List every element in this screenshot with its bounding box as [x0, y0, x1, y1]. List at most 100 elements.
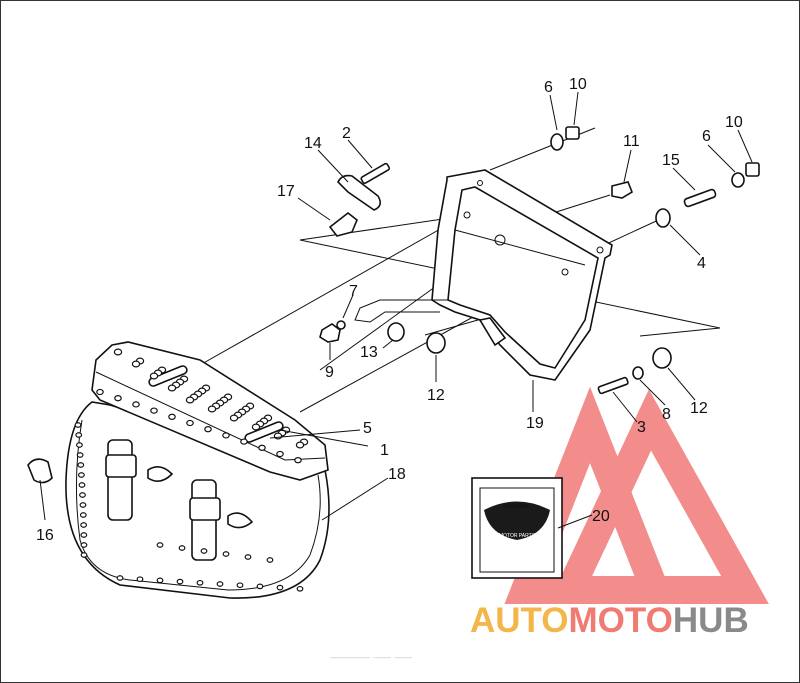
stud — [80, 532, 88, 538]
callout-labels: 1 2 3 4 5 6 6 7 8 9 10 10 11 12 12 13 14… — [36, 76, 743, 544]
stud — [150, 407, 158, 414]
washer-8 — [632, 366, 644, 380]
genuine-emblem — [484, 501, 550, 540]
stud — [156, 577, 164, 584]
stud — [96, 388, 104, 396]
stud — [196, 579, 204, 586]
callout-12-left: 12 — [427, 387, 445, 404]
callout-9: 9 — [325, 364, 334, 381]
callout-3: 3 — [637, 419, 646, 436]
stud — [76, 442, 83, 448]
stud — [75, 432, 83, 438]
stud — [251, 423, 261, 431]
watermark-triangle-right — [547, 389, 769, 604]
stud — [114, 395, 122, 402]
stud — [136, 576, 144, 583]
stud — [74, 422, 82, 428]
ring-13 — [387, 322, 405, 342]
small-parts — [27, 126, 760, 579]
screw-2 — [360, 162, 391, 185]
stud — [80, 542, 88, 548]
stud — [178, 545, 186, 551]
callout-6-right: 6 — [702, 128, 711, 145]
stud — [216, 581, 224, 587]
stud — [295, 441, 305, 449]
stud — [156, 542, 164, 548]
stud — [79, 512, 87, 518]
stud — [273, 432, 283, 440]
stud — [258, 444, 266, 451]
callout-1: 1 — [380, 442, 389, 459]
callout-20: 20 — [592, 508, 610, 525]
stud — [204, 426, 212, 433]
footer-text: ————— ·—— ·—— — [330, 653, 412, 662]
washer-6-right — [731, 172, 745, 188]
stud — [80, 552, 88, 558]
stud — [244, 554, 252, 560]
stud — [116, 575, 124, 581]
badge-motor-parts-text: MOTOR PARTS — [499, 533, 536, 539]
stud — [131, 360, 141, 368]
callout-5: 5 — [363, 420, 372, 437]
stud — [186, 419, 194, 427]
callout-10-right: 10 — [725, 114, 743, 131]
stud — [149, 372, 159, 380]
spacer-4 — [655, 208, 671, 228]
saddlebag-bracket — [354, 169, 613, 381]
callout-7: 7 — [349, 283, 358, 300]
watermark-auto: AUTO — [470, 601, 569, 640]
grommet-12-right — [652, 347, 672, 369]
stud — [296, 585, 304, 592]
stud — [176, 578, 184, 585]
stud — [222, 551, 230, 557]
stud — [207, 405, 217, 413]
stud — [79, 502, 87, 508]
stud — [80, 522, 88, 528]
callout-12-right: 12 — [690, 400, 708, 417]
stud — [76, 452, 84, 458]
nut-9 — [319, 323, 341, 343]
stud — [276, 584, 284, 591]
callout-17: 17 — [277, 183, 295, 200]
stud — [77, 462, 85, 468]
saddlebag — [65, 341, 330, 599]
stud — [79, 492, 86, 498]
stud — [132, 401, 140, 408]
bolt-3 — [597, 376, 629, 395]
callout-11: 11 — [623, 133, 640, 150]
washer-6-top — [550, 133, 564, 151]
stud — [78, 472, 85, 478]
stud — [256, 583, 264, 590]
callout-13: 13 — [360, 344, 378, 361]
callout-leaders — [39, 91, 753, 529]
washer-7 — [336, 320, 346, 330]
callout-2: 2 — [342, 125, 351, 142]
stud — [229, 414, 239, 422]
stud — [222, 432, 230, 439]
nut-10-right — [745, 162, 760, 177]
stud — [113, 348, 123, 356]
stud — [168, 413, 176, 420]
callout-14: 14 — [304, 135, 322, 152]
stud — [200, 548, 208, 554]
clip-14 — [337, 174, 382, 211]
stud — [240, 438, 248, 445]
grommet-12-left — [426, 332, 446, 354]
stud — [167, 384, 177, 392]
stud — [78, 482, 86, 488]
callout-15: 15 — [662, 152, 680, 169]
stud-17 — [328, 211, 358, 237]
grommet-11 — [611, 181, 633, 199]
stud — [294, 457, 302, 464]
saddlebag-studs — [74, 348, 309, 592]
stud — [276, 450, 284, 458]
callout-4: 4 — [697, 255, 706, 272]
watermark-wordmark: AUTOMOTOHUB — [470, 601, 749, 640]
watermark-moto: MOTO — [569, 601, 673, 640]
stud — [185, 396, 195, 404]
callout-16: 16 — [36, 527, 54, 544]
badge-genuine-text: GENUINE — [503, 504, 530, 510]
callout-19: 19 — [526, 415, 544, 432]
watermark-hub: HUB — [673, 601, 749, 640]
